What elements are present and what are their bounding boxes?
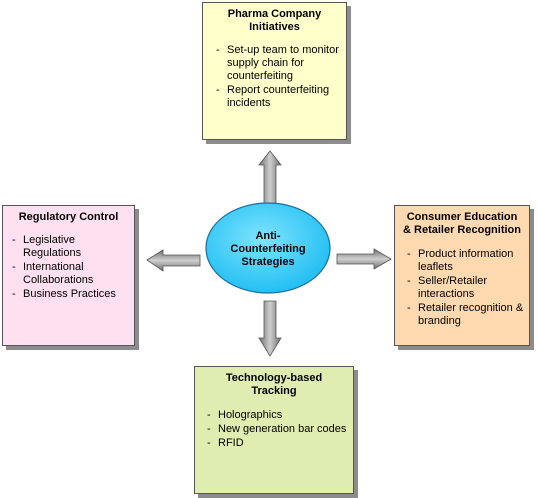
- center-label: Anti- Counterfeiting Strategies: [230, 230, 306, 268]
- bullet-list: Legislative Regulations International Co…: [3, 234, 134, 301]
- list-item: Retailer recognition & branding: [398, 302, 529, 328]
- center-ellipse: [205, 202, 331, 294]
- list-item: Set-up team to monitor supply chain for …: [207, 44, 346, 83]
- technology-tracking-box: Technology-based Tracking Holographics N…: [194, 366, 354, 494]
- arrow-left: [146, 249, 201, 272]
- box-title: Technology-based Tracking: [225, 372, 323, 397]
- list-item: RFID: [198, 437, 353, 450]
- arrow-right: [336, 248, 392, 270]
- list-item: Product information leaflets: [398, 248, 529, 274]
- list-item: Report counterfeiting incidents: [207, 84, 346, 110]
- box-title: Regulatory Control: [18, 211, 119, 223]
- arrow-up: [258, 150, 282, 206]
- regulatory-control-box: Regulatory Control Legislative Regulatio…: [2, 205, 135, 346]
- list-item: Seller/Retailer interactions: [398, 275, 529, 301]
- list-item: Business Practices: [3, 288, 134, 301]
- list-item: New generation bar codes: [198, 423, 353, 436]
- list-item: International Collaborations: [3, 261, 134, 287]
- list-item: Holographics: [198, 409, 353, 422]
- pharma-company-box: Pharma Company Initiatives Set-up team t…: [202, 2, 347, 140]
- arrow-down: [258, 300, 282, 357]
- list-item: Legislative Regulations: [3, 234, 134, 260]
- bullet-list: Set-up team to monitor supply chain for …: [207, 44, 346, 110]
- bullet-list: Holographics New generation bar codes RF…: [198, 409, 353, 450]
- box-title: Consumer Education & Retailer Recognitio…: [403, 211, 521, 236]
- consumer-education-box: Consumer Education & Retailer Recognitio…: [394, 205, 530, 346]
- box-title: Pharma Company Initiatives: [227, 8, 322, 33]
- bullet-list: Product information leaflets Seller/Reta…: [398, 248, 529, 328]
